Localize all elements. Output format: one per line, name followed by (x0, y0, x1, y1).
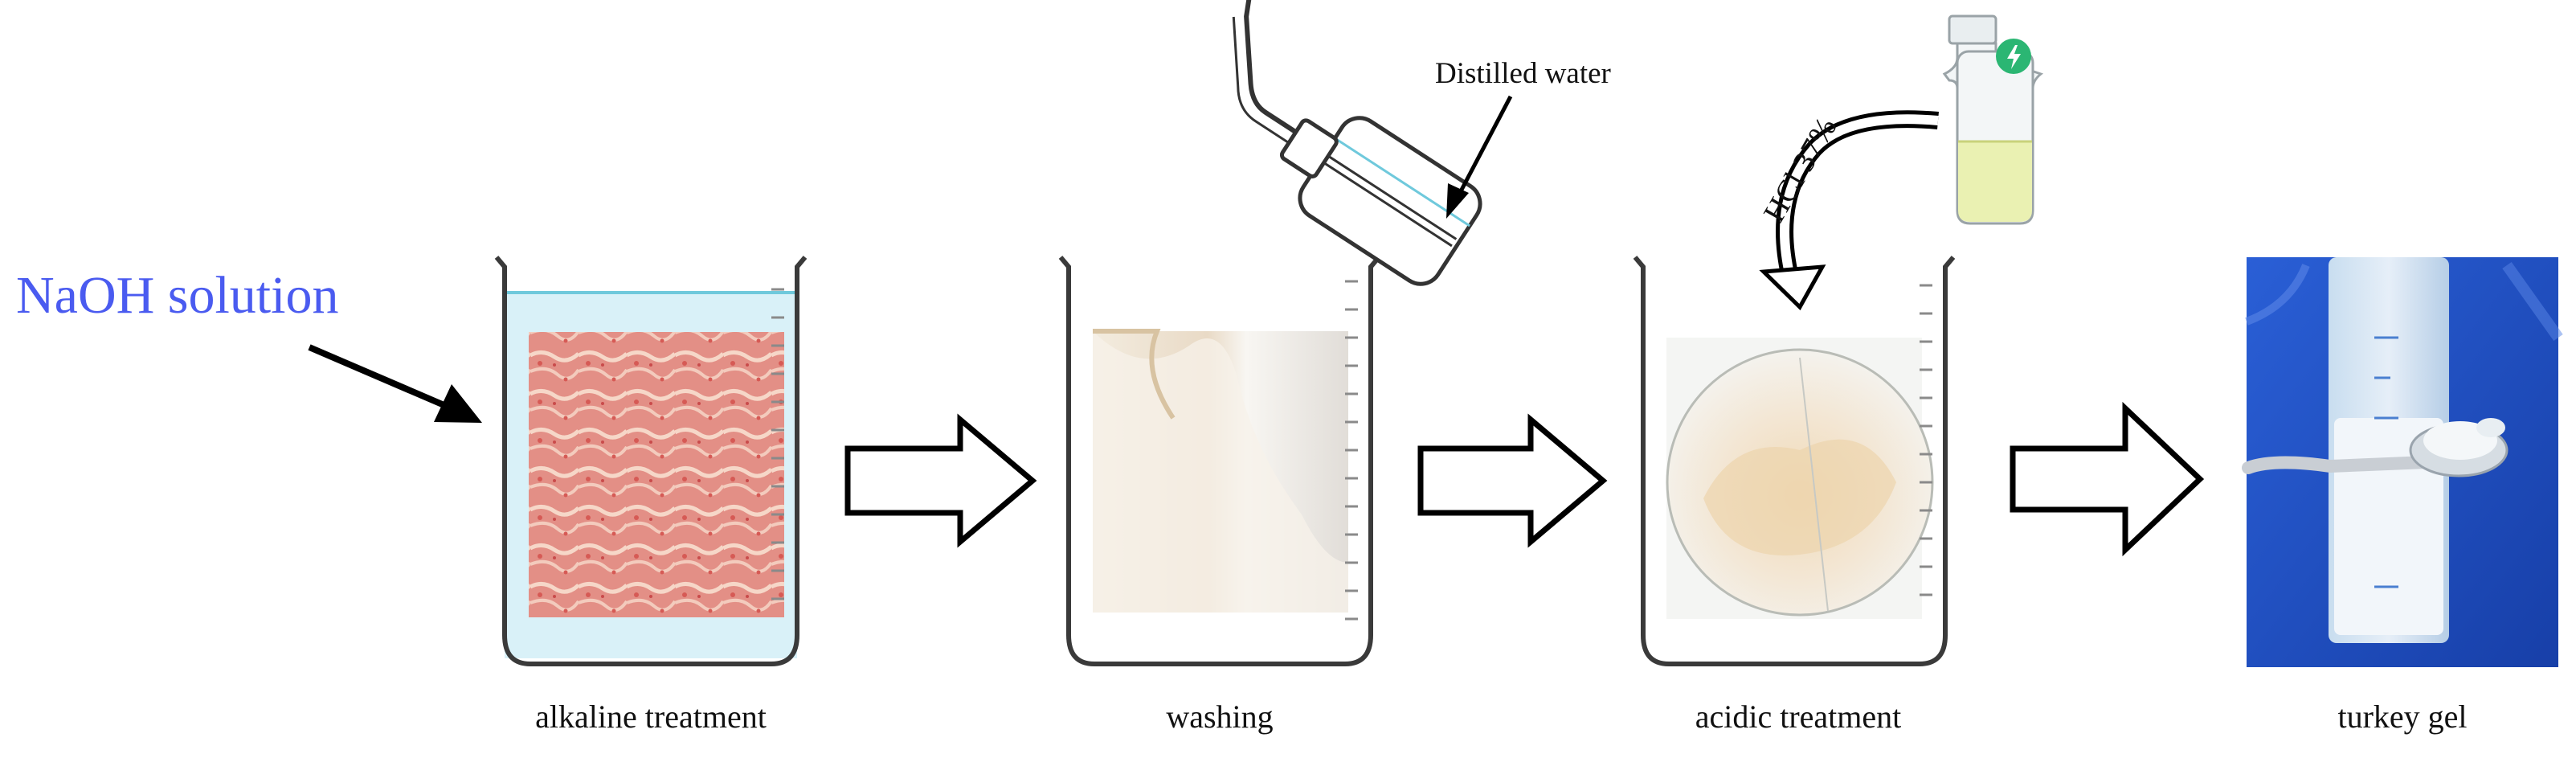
wash-bottle-icon (1232, 0, 1482, 286)
beaker-alkaline (494, 256, 808, 666)
alkaline-tissue-image (529, 332, 784, 617)
process-arrow-2 (1417, 413, 1608, 548)
step-label-alkaline: alkaline treatment (535, 699, 767, 735)
distilled-water-label: Distilled water (1435, 57, 1611, 90)
turkey-gel-image (2242, 257, 2563, 667)
curved-arrow-icon (1759, 110, 1939, 311)
process-arrow-1 (844, 413, 1037, 548)
beaker-washing (1058, 256, 1381, 666)
step-label-washing: washing (1166, 699, 1274, 735)
water-pointer-arrow (1446, 95, 1513, 219)
process-arrow-3 (2010, 401, 2205, 557)
beaker-acidic (1633, 256, 1956, 666)
naoh-pointer-arrow (308, 344, 482, 423)
reagent-bottle-icon (1942, 14, 2044, 225)
step-label-acidic: acidic treatment (1695, 699, 1902, 735)
naoh-label: NaOH solution (16, 266, 339, 325)
step-label-turkey-gel: turkey gel (2337, 699, 2468, 735)
